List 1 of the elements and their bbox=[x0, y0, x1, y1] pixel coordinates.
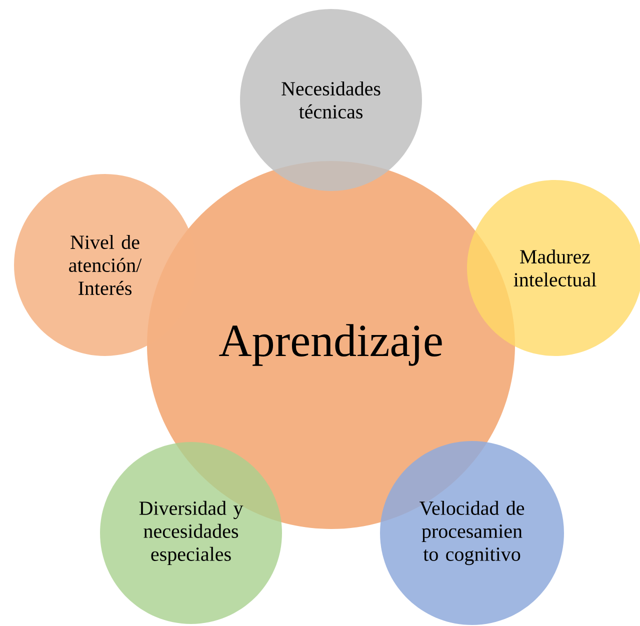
node-label: Nivel de atención/ Interés bbox=[69, 234, 142, 296]
